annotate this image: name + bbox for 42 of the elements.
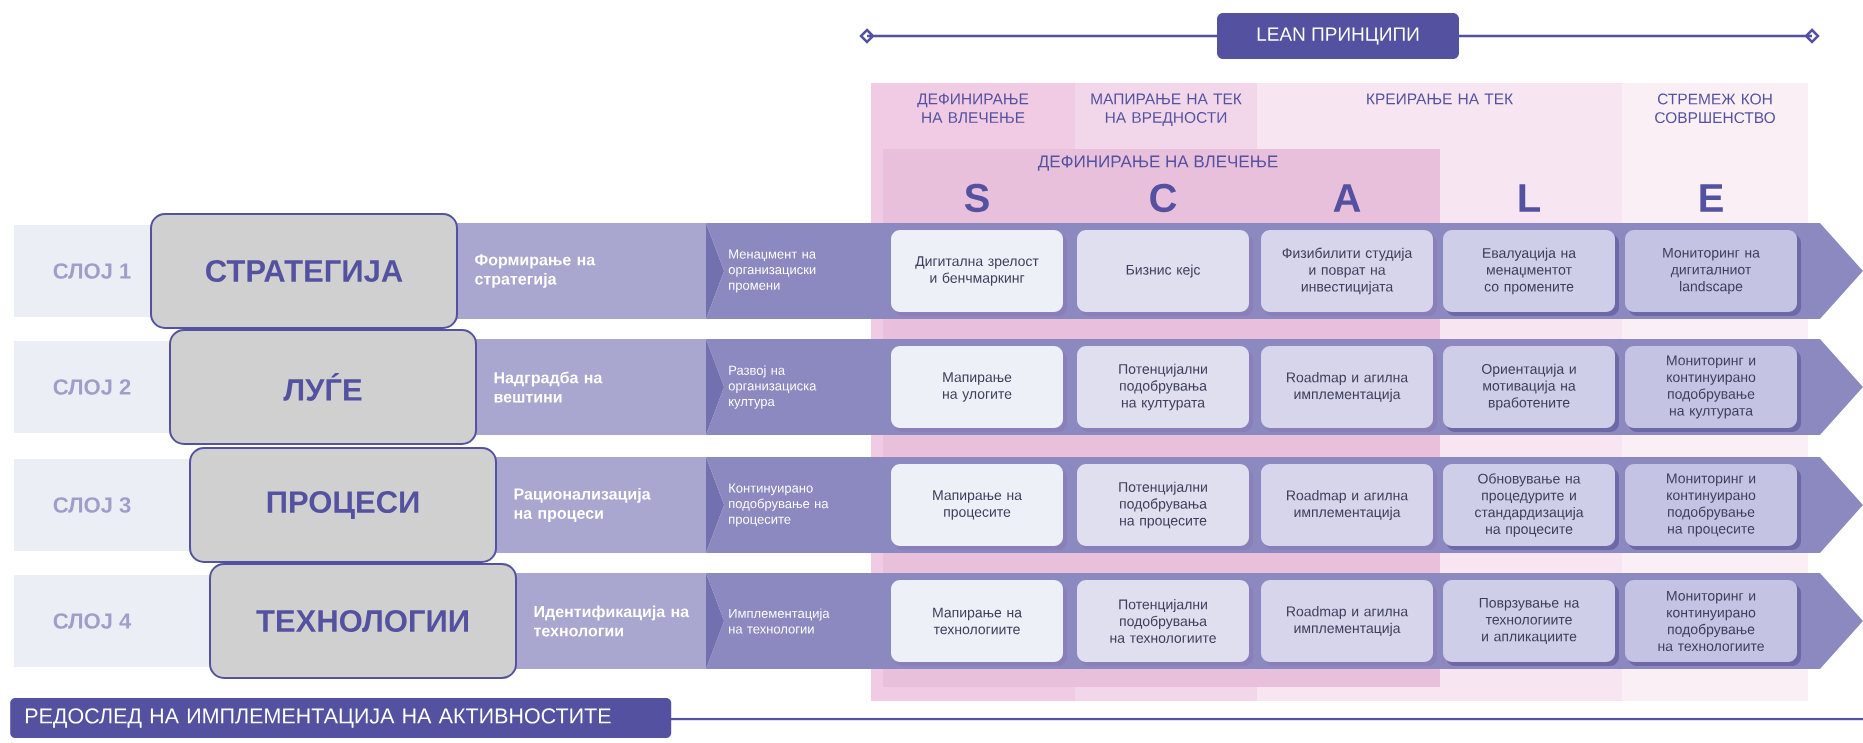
activity-card: Потенцијални подобрувања на технологиите [1077, 580, 1253, 666]
activity-card: Физибилити студија и поврат на инвестицијата [1261, 230, 1437, 316]
activity-card: Мапирање на процесите [891, 464, 1067, 550]
activity-card: Мапирање на улогите [891, 346, 1067, 432]
activity-card: Roadmap и агилна имплементација [1261, 346, 1437, 432]
activity-card: Мониторинг и континуирано подобрување на процесите [1625, 464, 1801, 550]
arrow-band: Формирање на стратегија [447, 223, 724, 319]
arrow-band: Рационализација на процеси [486, 457, 724, 553]
phase-letter: L [1519, 184, 1540, 212]
layer-band: СЛОЈ 4 [14, 575, 230, 667]
activity-card: Мониторинг и континуирано подобрување на технологиите [1625, 580, 1801, 666]
layer-box: ПРОЦЕСИ [189, 447, 497, 563]
activity-card: Мапирање на технологиите [891, 580, 1067, 666]
title-banner: LEAN ПРИНЦИПИ [1217, 13, 1459, 59]
column-band: СТРЕМЕЖ КОН СОВРШЕНСТВО [1622, 83, 1808, 148]
arrow-band: Идентификација на технологии [506, 573, 724, 669]
node-label: СТРЕМЕЖ КОН СОВРШЕНСТВО [1655, 93, 1775, 124]
activity-card: Ориентација и мотивација на вработените [1443, 346, 1619, 432]
layer-box: ЛУЃЕ [169, 329, 477, 445]
phase-letter: E [1700, 184, 1723, 212]
layer-box: СТРАТЕГИЈА [150, 213, 458, 329]
activity-card: Дигитална зрелост и бенчмаркинг [891, 230, 1067, 316]
activity-card: Евалуација на менаџментот со промените [1443, 230, 1619, 316]
phase-letter: S [964, 183, 989, 213]
activity-card: Потенцијални подобрувања на процесите [1077, 464, 1253, 550]
activity-card: Поврзување на технологиите и апликациите [1443, 580, 1619, 666]
activity-card: Roadmap и агилна имплементација [1261, 580, 1437, 666]
section-banner: РЕДОСЛЕД НА ИМПЛЕМЕНТАЦИЈА НА АКТИВНОСТИТЕ [10, 698, 672, 738]
activity-card: Бизнис кејс [1077, 230, 1253, 316]
phase-letter: A [1333, 184, 1361, 212]
layer-band: СЛОЈ 3 [14, 459, 210, 551]
layer-box: ТЕХНОЛОГИИ [209, 563, 517, 679]
column-band: МАПИРАЊЕ НА ТЕК НА ВРЕДНОСТИ [1075, 83, 1257, 148]
activity-card: Мониторинг на дигиталниот landscape [1625, 230, 1801, 316]
column-band: КРЕИРАЊЕ НА ТЕК [1257, 83, 1622, 148]
phase-letter: C [1150, 183, 1177, 213]
activity-card: Обновување на процедурите и стандардизација на процесите [1443, 464, 1619, 550]
arrow-band: Надградба на вештини [466, 339, 724, 435]
activity-card: Потенцијални подобрувања на културата [1077, 346, 1253, 432]
activity-card: Roadmap и агилна имплементација [1261, 464, 1437, 550]
column-band: ДЕФИНИРАЊЕ НА ВЛЕЧЕЊЕ [871, 83, 1075, 148]
activity-card: Мониторинг и континуирано подобрување на културата [1625, 346, 1801, 432]
